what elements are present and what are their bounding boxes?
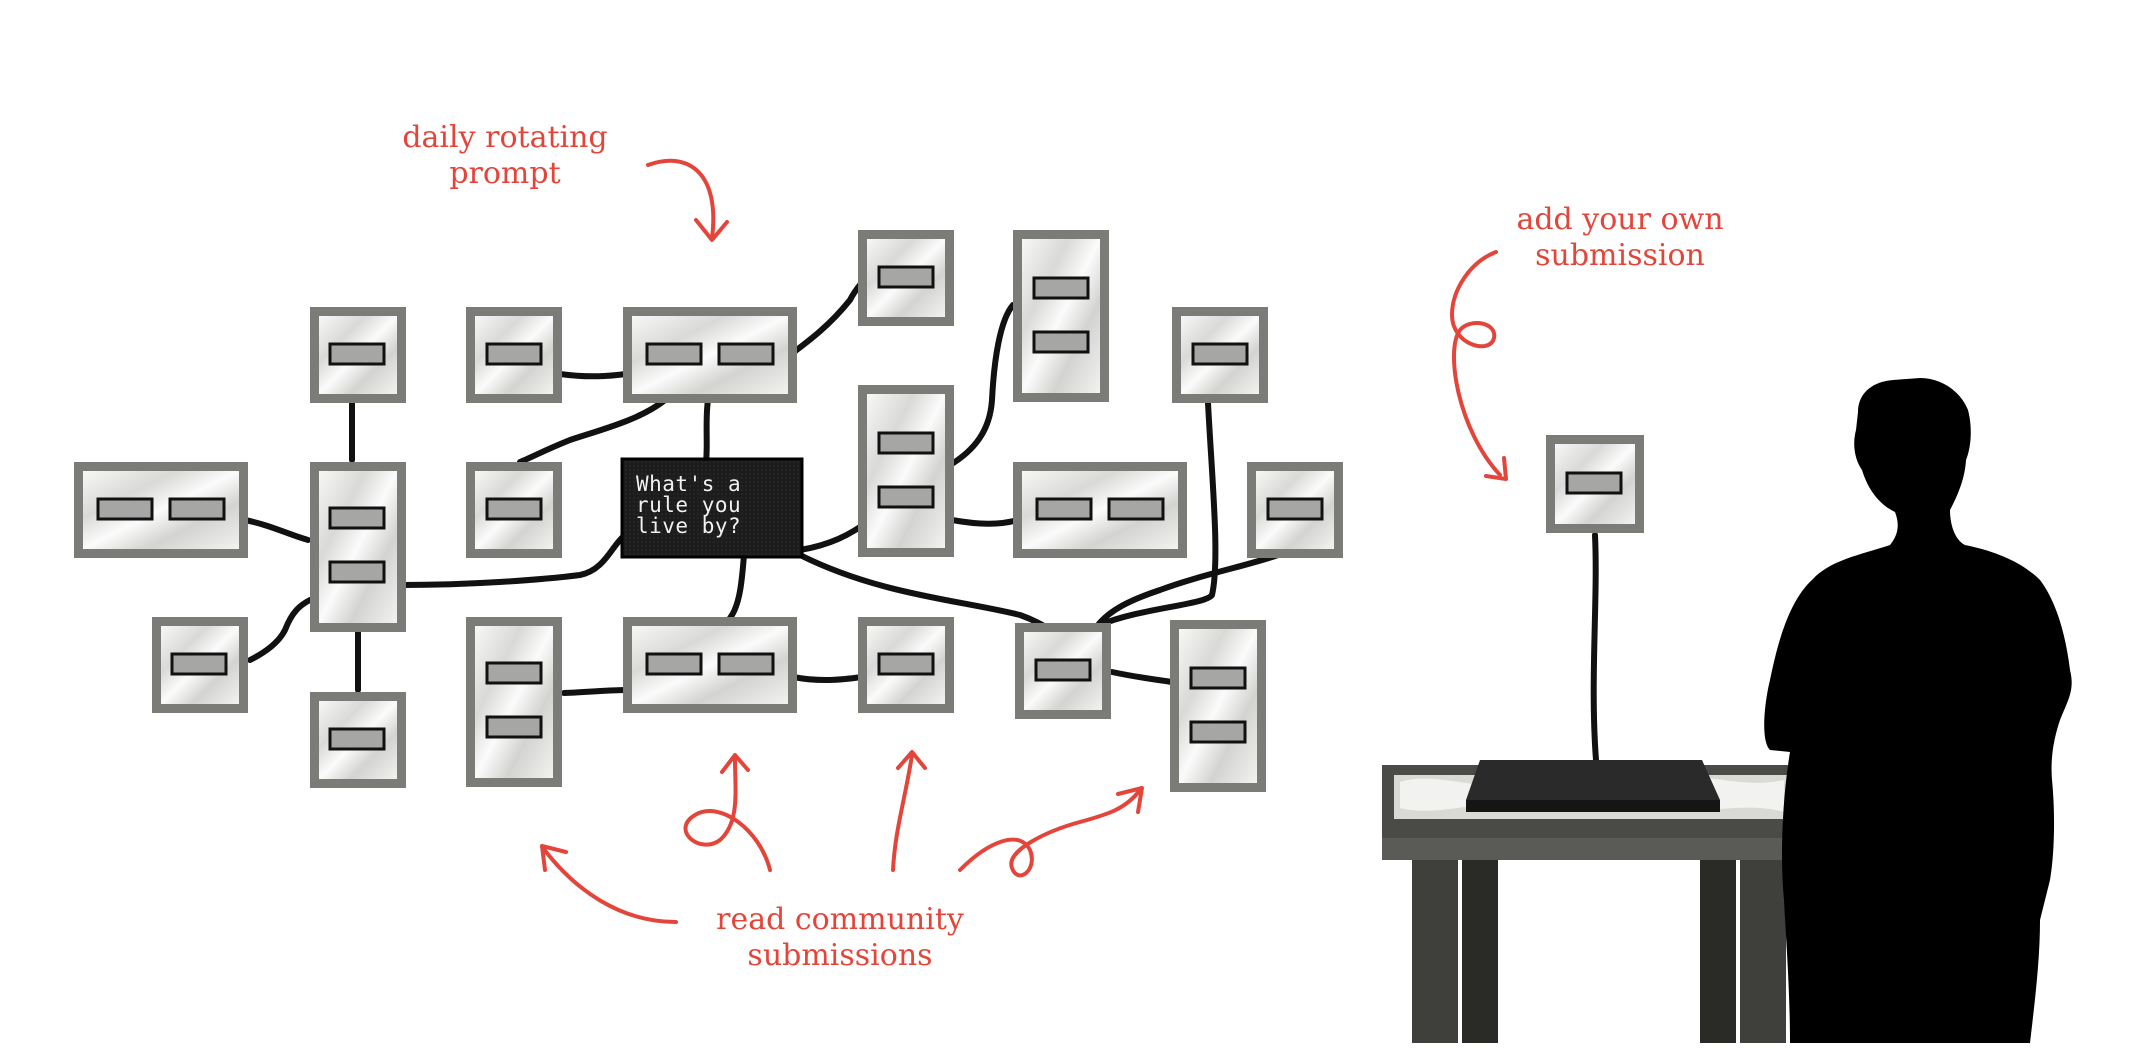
annotation-arrows	[540, 158, 1508, 924]
wall-panel-icon[interactable]	[858, 230, 954, 326]
hand-drawn-arrow-icon	[896, 750, 927, 770]
wall-panel-icon[interactable]	[858, 617, 954, 713]
submission-annotation: add your own submission	[1516, 202, 1724, 273]
hand-drawn-arrow-icon	[683, 758, 772, 872]
hand-drawn-arrow-icon	[1450, 250, 1502, 477]
cable	[247, 597, 313, 663]
person-silhouette-icon	[1764, 378, 2072, 1043]
wall-panel-icon[interactable]	[1247, 462, 1343, 558]
cable	[1097, 400, 1219, 628]
submission-panel-icon[interactable]	[1546, 435, 1644, 533]
cable	[242, 517, 311, 543]
cable	[787, 277, 867, 358]
cable	[1109, 669, 1175, 685]
cable	[561, 687, 629, 696]
hand-drawn-arrow-icon	[646, 158, 716, 240]
wall-panel-icon[interactable]	[310, 307, 406, 403]
hand-drawn-arrow-icon	[694, 218, 729, 242]
wall-panel-icon[interactable]	[858, 385, 954, 557]
wall-panel-icon[interactable]	[1172, 307, 1268, 403]
cable	[947, 302, 1016, 468]
wall-panel-icon[interactable]	[623, 307, 797, 403]
wall-panel-icon[interactable]	[1170, 620, 1266, 792]
wall-panels	[74, 230, 1644, 792]
wall-panel-icon[interactable]	[1013, 462, 1187, 558]
cable	[949, 517, 1021, 527]
hand-drawn-arrow-icon	[720, 753, 750, 774]
cable	[557, 371, 629, 380]
hand-drawn-arrow-icon	[891, 753, 914, 872]
cable	[727, 552, 747, 621]
cable	[517, 397, 668, 465]
wall-panel-icon[interactable]	[1013, 230, 1109, 402]
wall-panel-icon[interactable]	[466, 617, 562, 787]
cable	[703, 397, 711, 465]
hand-drawn-arrow-icon	[1484, 456, 1508, 481]
wall-panel-icon[interactable]	[466, 307, 562, 403]
wall-panel-icon[interactable]	[310, 692, 406, 788]
hand-drawn-arrow-icon	[541, 846, 678, 924]
cable	[790, 674, 865, 684]
hand-drawn-arrow-icon	[958, 788, 1142, 878]
cable	[1095, 552, 1281, 628]
wall-panel-icon[interactable]	[466, 462, 562, 558]
wall-panel-icon[interactable]	[1015, 623, 1111, 719]
table-icon	[1382, 760, 1802, 1043]
wall-panel-icon[interactable]	[623, 617, 797, 713]
hand-drawn-arrow-icon	[540, 844, 568, 872]
cable	[1590, 532, 1599, 763]
cables	[242, 277, 1599, 763]
hand-drawn-arrow-icon	[1116, 786, 1144, 814]
read-annotation: read community submissions	[716, 902, 964, 973]
wall-panel-icon[interactable]	[310, 462, 406, 632]
wall-panel-icon[interactable]	[152, 617, 248, 713]
prompt-display	[620, 457, 804, 559]
prompt-annotation: daily rotating prompt	[402, 120, 608, 191]
prompt-display-text: What's a rule you live by?	[636, 472, 742, 538]
wall-panel-icon[interactable]	[74, 462, 248, 558]
cable	[399, 532, 628, 588]
